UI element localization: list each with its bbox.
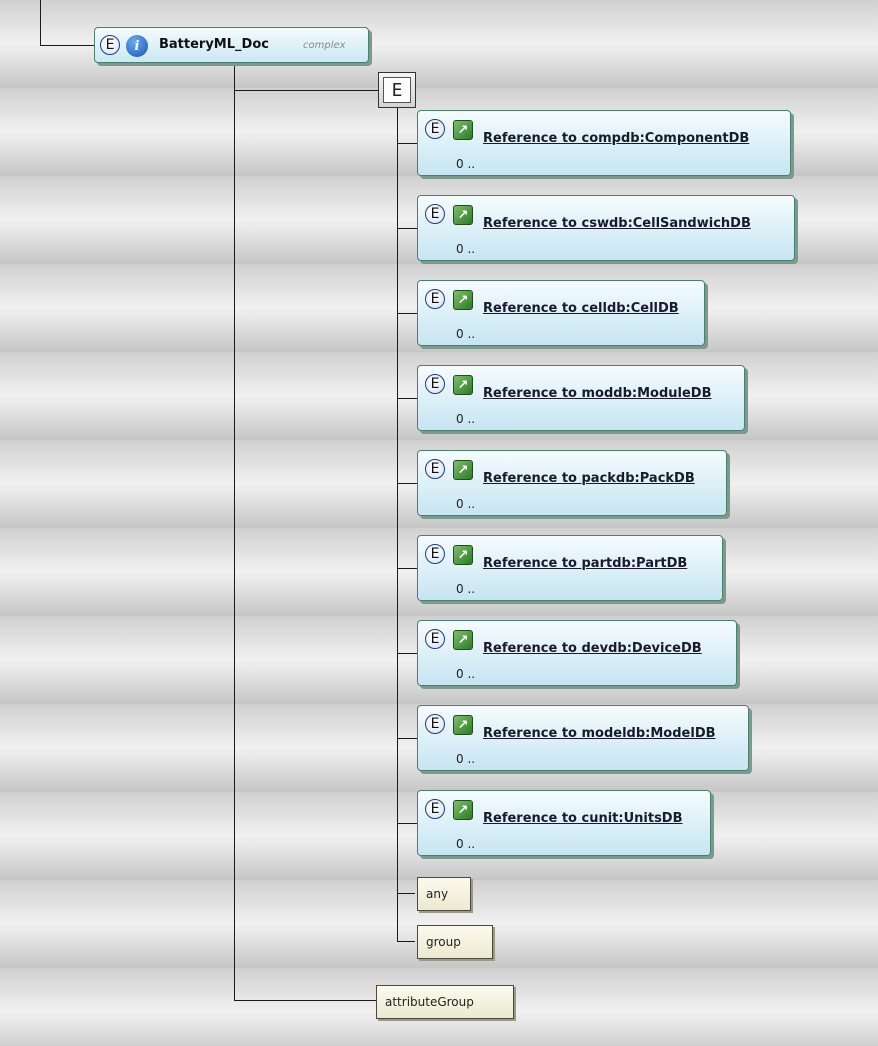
root-element-batteryml-doc[interactable]: E i BatteryML_Doc complex bbox=[94, 27, 369, 63]
reference-label[interactable]: Reference to modeldb:ModelDB bbox=[483, 726, 716, 741]
cardinality-label: 0 .. bbox=[456, 582, 476, 596]
cardinality-label: 0 .. bbox=[456, 837, 476, 851]
root-element-name: BatteryML_Doc bbox=[159, 37, 269, 52]
element-icon: E bbox=[425, 374, 445, 394]
reference-element-box[interactable]: E ↗ Reference to devdb:DeviceDB 0 .. bbox=[417, 620, 737, 686]
element-icon: E bbox=[100, 35, 120, 55]
connector-to-child bbox=[397, 143, 417, 144]
reference-element-box[interactable]: E ↗ Reference to celldb:CellDB 0 .. bbox=[417, 280, 705, 346]
attribute-group-label: attributeGroup bbox=[385, 995, 474, 1009]
connector-root-trunk bbox=[234, 63, 235, 1000]
connector-top bbox=[40, 0, 41, 45]
reference-arrow-icon: ↗ bbox=[453, 460, 473, 480]
reference-arrow-icon: ↗ bbox=[453, 120, 473, 140]
reference-label[interactable]: Reference to compdb:ComponentDB bbox=[483, 131, 750, 146]
element-icon: E bbox=[425, 799, 445, 819]
reference-element-box[interactable]: E ↗ Reference to packdb:PackDB 0 .. bbox=[417, 450, 727, 516]
attribute-group-node[interactable]: attributeGroup bbox=[376, 985, 514, 1019]
reference-arrow-icon: ↗ bbox=[453, 800, 473, 820]
cardinality-label: 0 .. bbox=[456, 157, 476, 171]
reference-element-box[interactable]: E ↗ Reference to modeldb:ModelDB 0 .. bbox=[417, 705, 749, 771]
sequence-compositor[interactable]: E bbox=[378, 72, 416, 108]
group-label: group bbox=[426, 935, 461, 949]
reference-label[interactable]: Reference to partdb:PartDB bbox=[483, 556, 688, 571]
connector-to-child bbox=[397, 738, 417, 739]
reference-element-box[interactable]: E ↗ Reference to partdb:PartDB 0 .. bbox=[417, 535, 723, 601]
reference-arrow-icon: ↗ bbox=[453, 715, 473, 735]
reference-label[interactable]: Reference to cunit:UnitsDB bbox=[483, 811, 683, 826]
cardinality-label: 0 .. bbox=[456, 752, 476, 766]
reference-arrow-icon: ↗ bbox=[453, 630, 473, 650]
element-icon: E bbox=[425, 544, 445, 564]
cardinality-label: 0 .. bbox=[456, 497, 476, 511]
reference-label[interactable]: Reference to celldb:CellDB bbox=[483, 301, 679, 316]
cardinality-label: 0 .. bbox=[456, 327, 476, 341]
element-icon: E bbox=[425, 119, 445, 139]
cardinality-label: 0 .. bbox=[456, 667, 476, 681]
reference-label[interactable]: Reference to devdb:DeviceDB bbox=[483, 641, 702, 656]
element-icon: E bbox=[425, 629, 445, 649]
connector-to-group bbox=[397, 941, 415, 942]
connector-to-any bbox=[397, 893, 415, 894]
connector-to-child bbox=[397, 398, 417, 399]
connector-to-child bbox=[397, 823, 417, 824]
reference-arrow-icon: ↗ bbox=[453, 375, 473, 395]
connector-to-attribute-group bbox=[234, 1000, 376, 1001]
connector-to-child bbox=[397, 228, 417, 229]
cardinality-label: 0 .. bbox=[456, 242, 476, 256]
connector-sequence-trunk bbox=[397, 108, 398, 941]
reference-label[interactable]: Reference to cswdb:CellSandwichDB bbox=[483, 216, 751, 231]
any-wildcard[interactable]: any bbox=[417, 877, 471, 911]
reference-arrow-icon: ↗ bbox=[453, 205, 473, 225]
connector-to-sequence bbox=[234, 90, 378, 91]
connector-to-child bbox=[397, 568, 417, 569]
element-icon: E bbox=[425, 714, 445, 734]
reference-label[interactable]: Reference to moddb:ModuleDB bbox=[483, 386, 712, 401]
reference-element-box[interactable]: E ↗ Reference to cswdb:CellSandwichDB 0 .. bbox=[417, 195, 795, 261]
connector-to-root bbox=[40, 45, 94, 46]
connector-to-child bbox=[397, 483, 417, 484]
reference-arrow-icon: ↗ bbox=[453, 290, 473, 310]
cardinality-label: 0 .. bbox=[456, 412, 476, 426]
sequence-compositor-icon: E bbox=[383, 77, 411, 103]
element-icon: E bbox=[425, 204, 445, 224]
any-label: any bbox=[426, 887, 449, 901]
group-node[interactable]: group bbox=[417, 925, 493, 959]
connector-to-child bbox=[397, 313, 417, 314]
root-element-type-note: complex bbox=[303, 40, 346, 51]
reference-arrow-icon: ↗ bbox=[453, 545, 473, 565]
info-icon[interactable]: i bbox=[126, 35, 148, 57]
element-icon: E bbox=[425, 289, 445, 309]
connector-to-child bbox=[397, 653, 417, 654]
reference-element-box[interactable]: E ↗ Reference to moddb:ModuleDB 0 .. bbox=[417, 365, 745, 431]
reference-element-box[interactable]: E ↗ Reference to compdb:ComponentDB 0 .. bbox=[417, 110, 791, 176]
reference-label[interactable]: Reference to packdb:PackDB bbox=[483, 471, 695, 486]
reference-element-box[interactable]: E ↗ Reference to cunit:UnitsDB 0 .. bbox=[417, 790, 711, 856]
element-icon: E bbox=[425, 459, 445, 479]
